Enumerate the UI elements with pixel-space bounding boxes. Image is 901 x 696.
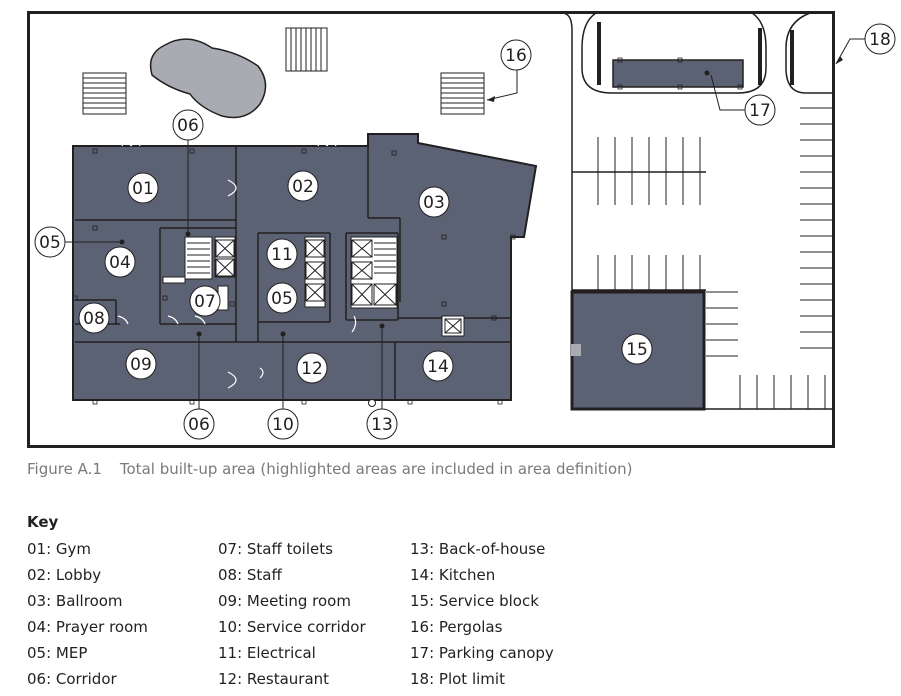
parking-stalls <box>597 107 832 409</box>
key-column-1: 01: Gym 02: Lobby 03: Ballroom 04: Praye… <box>27 540 148 696</box>
label-06-top: 06 <box>172 109 204 141</box>
key-title: Key <box>27 513 59 531</box>
svg-text:01: 01 <box>132 179 154 199</box>
figure-caption-text: Total built-up area (highlighted areas a… <box>119 460 633 478</box>
label-05-outer: 05 <box>34 226 66 258</box>
label-11: 11 <box>266 238 298 270</box>
svg-text:02: 02 <box>292 177 314 197</box>
key-item: 09: Meeting room <box>218 592 351 610</box>
key-item: 12: Restaurant <box>218 670 330 688</box>
label-16: 16 <box>500 39 532 71</box>
figure-number: Figure A.1 <box>27 460 102 478</box>
leader-lines <box>64 38 866 411</box>
svg-text:08: 08 <box>83 309 105 329</box>
svg-text:12: 12 <box>301 359 323 379</box>
label-14: 14 <box>422 350 454 382</box>
key-item: 10: Service corridor <box>218 618 366 636</box>
doors <box>117 140 357 408</box>
label-06-bottom: 06 <box>183 408 215 440</box>
label-15: 15 <box>621 333 653 365</box>
parking-canopy <box>612 59 744 88</box>
key-column-2: 07: Staff toilets 08: Staff 09: Meeting … <box>218 540 366 696</box>
key-item: 11: Electrical <box>218 644 316 662</box>
key-item: 13: Back-of-house <box>410 540 546 558</box>
svg-text:13: 13 <box>371 415 393 435</box>
label-04: 04 <box>104 246 136 278</box>
svg-text:17: 17 <box>749 101 771 121</box>
svg-text:05: 05 <box>39 233 61 253</box>
label-05-inner: 05 <box>266 282 298 314</box>
room-labels: 01 02 03 04 05 05 06 06 07 08 09 10 11 1… <box>34 23 896 440</box>
svg-text:09: 09 <box>130 355 152 375</box>
key-column-3: 13: Back-of-house 14: Kitchen 15: Servic… <box>410 540 554 696</box>
key-item: 07: Staff toilets <box>218 540 333 558</box>
label-13: 13 <box>366 408 398 440</box>
key-item: 15: Service block <box>410 592 539 610</box>
svg-text:16: 16 <box>505 46 527 66</box>
label-03: 03 <box>418 186 450 218</box>
pergola-right <box>440 72 485 115</box>
key-item: 04: Prayer room <box>27 618 148 636</box>
parking-area <box>562 12 832 410</box>
svg-text:05: 05 <box>271 289 293 309</box>
svg-text:06: 06 <box>188 415 210 435</box>
pond <box>149 38 267 119</box>
label-09: 09 <box>125 348 157 380</box>
key-item: 17: Parking canopy <box>410 644 554 662</box>
label-12: 12 <box>296 352 328 384</box>
key-item: 16: Pergolas <box>410 618 503 636</box>
label-18: 18 <box>864 23 896 55</box>
key-item: 05: MEP <box>27 644 88 662</box>
key-item: 01: Gym <box>27 540 92 558</box>
pergola-left <box>82 72 127 115</box>
key-item: 03: Ballroom <box>27 592 123 610</box>
key-item: 08: Staff <box>218 566 282 584</box>
svg-text:18: 18 <box>869 30 891 50</box>
figure-caption: Figure A.1 Total built-up area (highlight… <box>27 460 633 478</box>
label-07: 07 <box>189 285 221 317</box>
svg-text:10: 10 <box>272 415 294 435</box>
svg-text:06: 06 <box>177 116 199 136</box>
svg-text:03: 03 <box>423 193 445 213</box>
svg-text:15: 15 <box>626 340 648 360</box>
svg-text:14: 14 <box>427 357 449 377</box>
key-item: 06: Corridor <box>27 670 117 688</box>
label-01: 01 <box>127 172 159 204</box>
label-17: 17 <box>744 94 776 126</box>
svg-text:07: 07 <box>194 292 216 312</box>
label-08: 08 <box>78 302 110 334</box>
key-item: 02: Lobby <box>27 566 102 584</box>
label-02: 02 <box>287 170 319 202</box>
svg-text:11: 11 <box>271 245 293 265</box>
pergola-top <box>285 27 328 72</box>
key-item: 14: Kitchen <box>410 566 496 584</box>
svg-text:04: 04 <box>109 253 131 273</box>
site-plan-diagram: 01 02 03 04 05 05 06 06 07 08 09 10 11 1… <box>27 11 896 448</box>
key-item: 18: Plot limit <box>410 670 505 688</box>
label-10: 10 <box>267 408 299 440</box>
